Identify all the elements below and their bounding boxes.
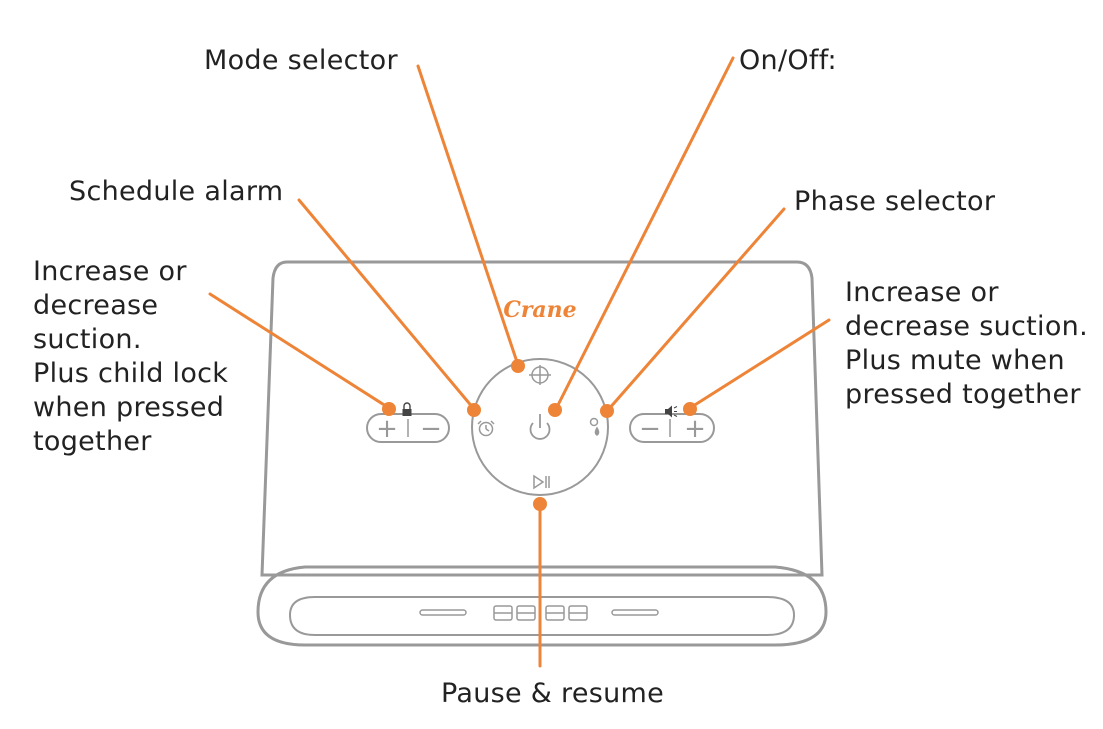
display-grille-left <box>419 609 467 616</box>
phase-selector-label: Phase selector <box>794 186 996 217</box>
mute-icon <box>665 405 678 418</box>
mode-selector-dot <box>511 359 525 373</box>
left-suction-dot <box>382 402 396 416</box>
power-icon[interactable] <box>529 414 551 440</box>
right-suction-label: Increase or decrease suction. Plus mute … <box>845 277 1088 410</box>
schedule-alarm-leader <box>297 198 476 411</box>
schedule-alarm-dot <box>467 403 481 417</box>
mode-icon[interactable] <box>529 365 551 385</box>
phase-selector-leader <box>606 207 786 412</box>
alarm-clock-icon[interactable] <box>477 420 495 437</box>
on-off-leader <box>554 56 735 411</box>
left-minus-button[interactable]: − <box>420 414 442 444</box>
right-plus-button[interactable]: + <box>684 414 706 444</box>
device-body <box>256 260 828 647</box>
play-pause-icon[interactable] <box>533 474 550 490</box>
right-minus-button[interactable]: − <box>639 414 661 444</box>
left-suction-leader <box>208 292 391 410</box>
device-base-tray <box>288 596 796 636</box>
phase-icon[interactable] <box>589 417 600 436</box>
callout-dots <box>382 359 697 511</box>
on-off-label: On/Off: <box>739 45 837 76</box>
pause-resume-label: Pause & resume <box>441 678 665 709</box>
callout-lines <box>208 56 831 668</box>
lock-icon <box>402 402 412 416</box>
base-display <box>419 605 659 621</box>
control-dial <box>471 358 609 496</box>
mode-selector-label: Mode selector <box>204 45 398 76</box>
right-suction-dot <box>683 402 697 416</box>
phase-selector-dot <box>600 404 614 418</box>
on-off-dot <box>548 403 562 417</box>
brand-logo: Crane <box>503 297 576 323</box>
schedule-alarm-label: Schedule alarm <box>69 176 284 207</box>
display-grille-right <box>611 609 659 616</box>
right-suction-leader <box>688 318 831 410</box>
device-base <box>256 565 828 647</box>
pause-resume-dot <box>533 497 547 511</box>
mode-selector-leader <box>416 64 520 367</box>
left-suction-label: Increase or decrease suction. Plus child… <box>33 256 229 457</box>
left-plus-button[interactable]: + <box>376 414 398 444</box>
